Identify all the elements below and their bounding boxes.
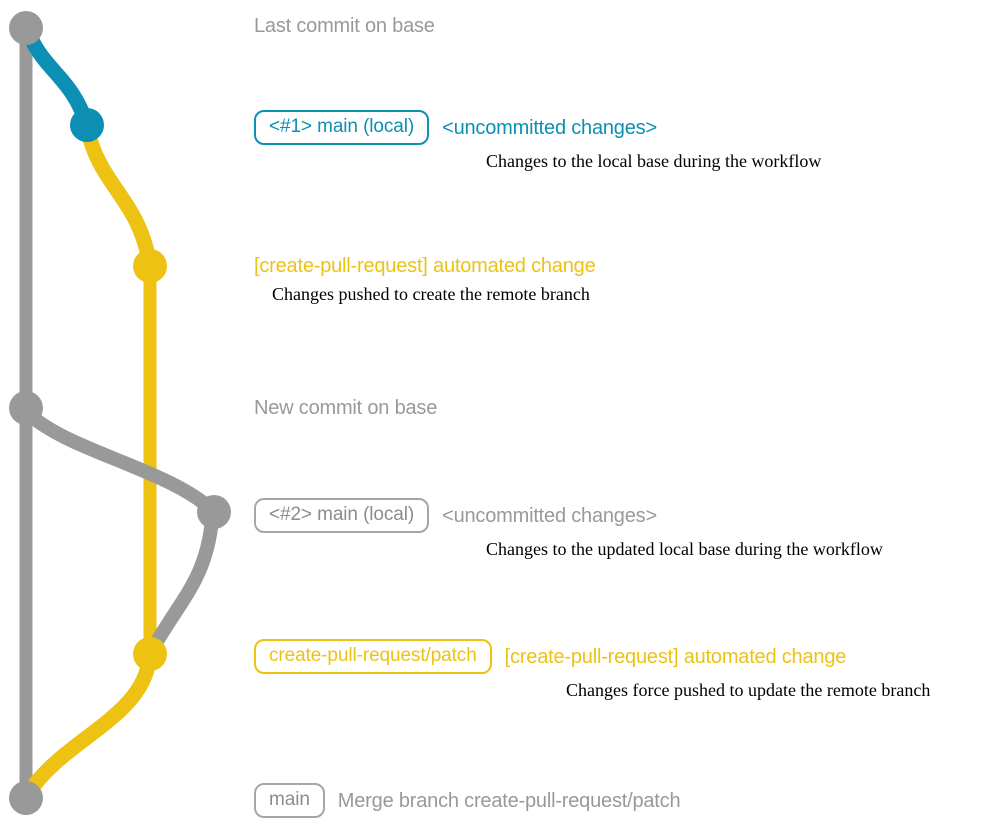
edge-base-to-local2 <box>22 407 221 519</box>
row-last-commit-on-base-subject: Last commit on base <box>254 15 435 37</box>
node-merge-commit[interactable] <box>9 781 43 815</box>
node-last-commit-on-base[interactable] <box>9 11 43 45</box>
ref-pill-main[interactable]: main <box>254 783 325 818</box>
row-local-1: <#1> main (local) <uncommitted changes> … <box>254 110 821 172</box>
row-automated-change-2-main: create-pull-request/patch [create-pull-r… <box>254 639 930 674</box>
row-automated-change-1-description: Changes pushed to create the remote bran… <box>272 284 590 304</box>
row-merge-commit-subject: Merge branch create-pull-request/patch <box>337 789 681 812</box>
row-automated-change-2-subject: [create-pull-request] automated change <box>504 645 847 668</box>
row-automated-change-2: create-pull-request/patch [create-pull-r… <box>254 639 930 701</box>
node-new-commit-on-base[interactable] <box>9 391 43 425</box>
edge-patch-to-merge <box>20 652 157 802</box>
ref-pill-create-pull-request-patch[interactable]: create-pull-request/patch <box>254 639 492 674</box>
row-local-2-subject: <uncommitted changes> <box>442 504 657 527</box>
edge-local1-to-remote1 <box>80 123 158 274</box>
row-local-2: <#2> main (local) <uncommitted changes> … <box>254 498 883 560</box>
node-automated-change-2[interactable] <box>133 637 167 671</box>
row-automated-change-1-subject: [create-pull-request] automated change <box>254 255 596 277</box>
row-local-2-description: Changes to the updated local base during… <box>486 539 883 559</box>
edge-local2-to-patch <box>145 513 219 657</box>
row-merge-commit: main Merge branch create-pull-request/pa… <box>254 783 681 818</box>
ref-pill-local-2[interactable]: <#2> main (local) <box>254 498 430 533</box>
node-automated-change-1[interactable] <box>133 249 167 283</box>
ref-pill-local-1[interactable]: <#1> main (local) <box>254 110 430 145</box>
row-automated-change-1: [create-pull-request] automated change C… <box>254 254 596 305</box>
row-local-1-subject: <uncommitted changes> <box>442 116 657 139</box>
row-merge-commit-main: main Merge branch create-pull-request/pa… <box>254 783 681 818</box>
row-automated-change-2-description: Changes force pushed to update the remot… <box>566 680 931 700</box>
row-automated-change-1-main: [create-pull-request] automated change <box>254 254 596 278</box>
row-local-1-description: Changes to the local base during the wor… <box>486 151 822 171</box>
node-local-2[interactable] <box>197 495 231 529</box>
row-local-2-main: <#2> main (local) <uncommitted changes> <box>254 498 883 533</box>
node-local-1[interactable] <box>70 108 104 142</box>
row-local-1-main: <#1> main (local) <uncommitted changes> <box>254 110 821 145</box>
row-new-commit-on-base-subject: New commit on base <box>254 397 438 419</box>
